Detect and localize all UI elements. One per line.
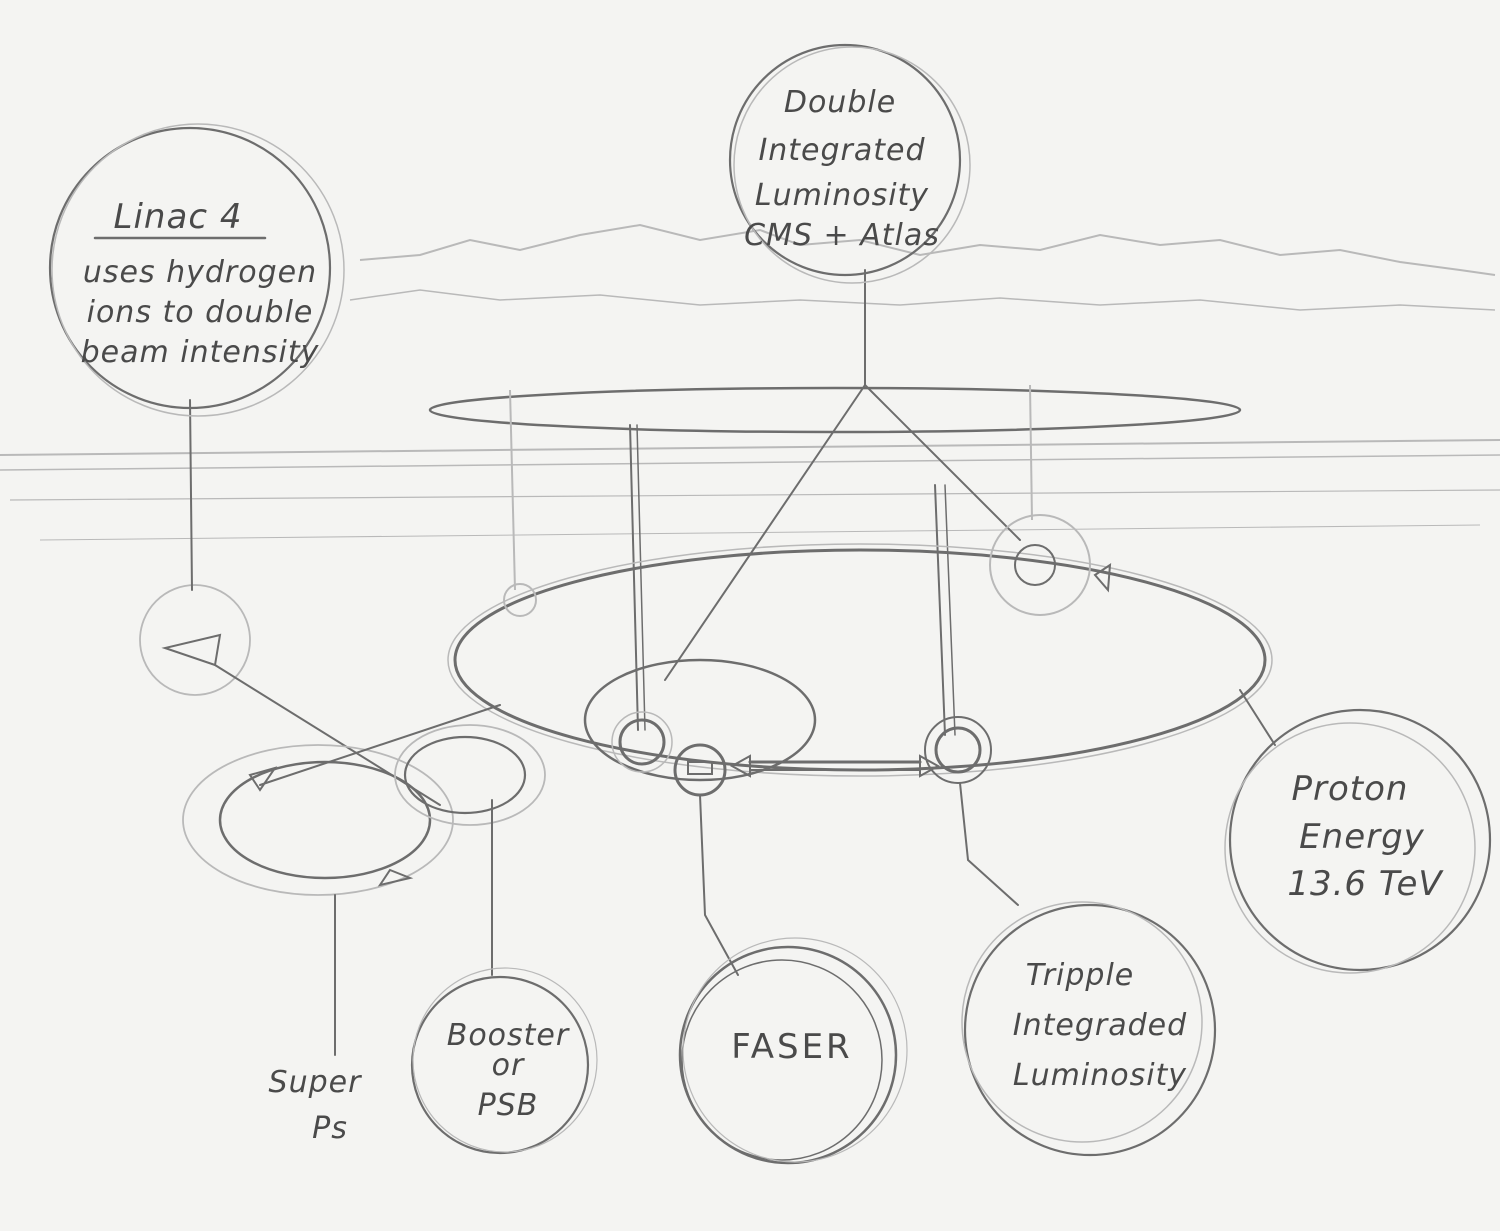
booster-line2: or bbox=[492, 1048, 525, 1083]
superps-label: Super Ps bbox=[269, 1065, 363, 1146]
booster-line1: Booster bbox=[447, 1018, 570, 1053]
bottom-connectors bbox=[334, 689, 1276, 1056]
faser-label: FASER bbox=[731, 1027, 852, 1067]
triple-line2: Integraded bbox=[1013, 1008, 1187, 1043]
shafts bbox=[509, 384, 1033, 736]
proton-line1: Proton bbox=[1292, 769, 1409, 809]
double-line3: Luminosity bbox=[755, 178, 929, 213]
double-line2: Integrated bbox=[758, 133, 925, 168]
linac4-line1: uses hydrogen bbox=[83, 255, 317, 290]
detector-far-left bbox=[503, 583, 537, 617]
triple-line3: Luminosity bbox=[1013, 1058, 1187, 1093]
superps-line1: Super bbox=[269, 1065, 363, 1100]
detector-far-right bbox=[989, 514, 1091, 616]
background-landscape bbox=[0, 223, 1500, 541]
linac-source bbox=[139, 399, 441, 806]
faser-beam-arrow bbox=[729, 754, 941, 778]
faser-node: FASER bbox=[678, 937, 908, 1165]
linac4-line2: ions to double bbox=[87, 295, 314, 330]
lhc-ring bbox=[447, 543, 1273, 777]
double-luminosity-node: Double Integrated Luminosity CMS + Atlas bbox=[728, 43, 971, 284]
detector-right bbox=[924, 716, 992, 784]
double-line1: Double bbox=[784, 85, 896, 120]
superps-line2: Ps bbox=[312, 1111, 348, 1146]
proton-line2: Energy bbox=[1299, 817, 1425, 857]
linac4-title: Linac 4 bbox=[114, 197, 243, 237]
triple-line1: Tripple bbox=[1026, 958, 1135, 993]
detector-cms-atlas-left bbox=[611, 711, 673, 773]
proton-line3: 13.6 TeV bbox=[1287, 864, 1444, 904]
double-connectors bbox=[664, 269, 1021, 681]
linac4-line3: beam intensity bbox=[81, 335, 320, 370]
triple-luminosity-node: Tripple Integraded Luminosity bbox=[961, 901, 1217, 1157]
linac4-node: Linac 4 uses hydrogen ions to double bea… bbox=[48, 123, 345, 417]
booster-ring bbox=[394, 724, 546, 826]
booster-line3: PSB bbox=[478, 1088, 539, 1123]
surface-ring bbox=[428, 386, 1242, 434]
ring-arrow bbox=[1093, 563, 1112, 593]
proton-energy-node: Proton Energy 13.6 TeV bbox=[1224, 708, 1492, 974]
detector-faser bbox=[673, 743, 727, 797]
double-line4: CMS + Atlas bbox=[744, 218, 940, 253]
booster-node: Booster or PSB bbox=[410, 967, 598, 1155]
ps-ring bbox=[182, 704, 501, 896]
sps-ring bbox=[583, 658, 817, 782]
